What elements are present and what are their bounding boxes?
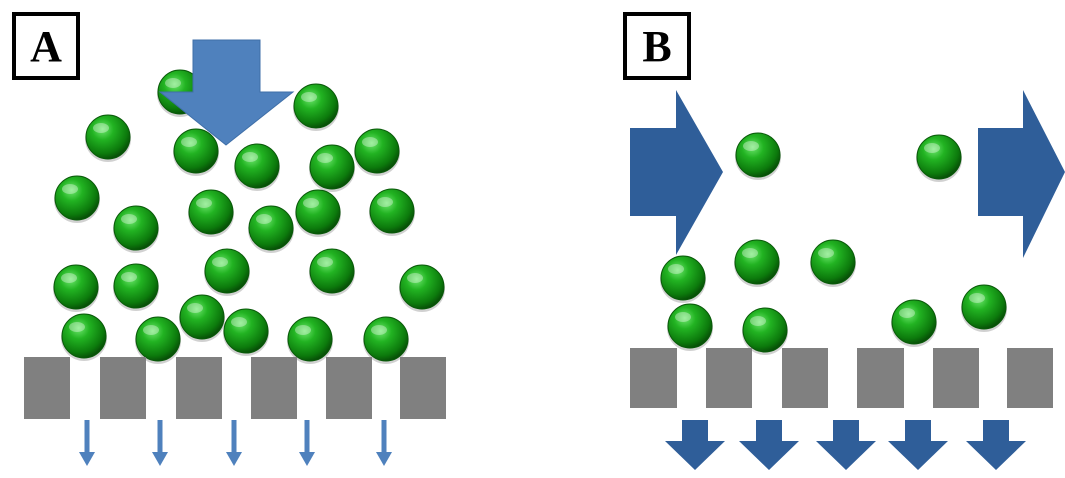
particle-cluster-b: [660, 132, 1007, 355]
particle: [399, 264, 445, 312]
particle: [354, 128, 400, 176]
particle: [660, 255, 706, 303]
particle: [734, 239, 780, 287]
cross-flow-arrow-right: [978, 90, 1065, 258]
permeate-arrow: [79, 420, 95, 466]
particle: [369, 188, 415, 236]
particle: [248, 205, 294, 253]
permeate-arrow: [739, 420, 799, 470]
particle: [113, 263, 159, 311]
membrane-segment: [176, 357, 222, 419]
particle: [916, 134, 962, 182]
panel-label-a: A: [12, 12, 80, 80]
cross-flow-arrow-left: [630, 90, 723, 255]
permeate-arrow: [376, 420, 392, 466]
particle: [961, 284, 1007, 332]
membrane-segment: [326, 357, 372, 419]
membrane-segment: [630, 348, 677, 408]
permeate-arrow: [816, 420, 876, 470]
particle: [742, 307, 788, 355]
particle: [188, 189, 234, 237]
membrane-a: [24, 357, 446, 419]
particle: [179, 294, 225, 342]
permeate-arrow: [888, 420, 948, 470]
membrane-segment: [857, 348, 904, 408]
membrane-segment: [24, 357, 70, 419]
particle: [363, 316, 409, 364]
permeate-arrows-a: [79, 420, 392, 466]
panel-label-b: B: [623, 12, 691, 80]
particle: [204, 248, 250, 296]
particle: [61, 313, 107, 361]
permeate-arrow: [966, 420, 1026, 470]
permeate-arrow: [299, 420, 315, 466]
particle: [309, 144, 355, 192]
panel-a-dead-end-filtration: [24, 39, 446, 466]
particle: [667, 303, 713, 351]
permeate-arrow: [152, 420, 168, 466]
membrane-segment: [400, 357, 446, 419]
particle: [309, 248, 355, 296]
panel-b-cross-flow-filtration: [630, 90, 1065, 470]
membrane-b: [630, 348, 1053, 408]
particle: [223, 308, 269, 356]
particle: [54, 175, 100, 223]
membrane-segment: [933, 348, 979, 408]
membrane-segment: [100, 357, 146, 419]
particle: [295, 189, 341, 237]
permeate-arrow: [226, 420, 242, 466]
particle: [234, 143, 280, 191]
permeate-arrow: [665, 420, 725, 470]
particle: [810, 239, 856, 287]
particle: [173, 128, 219, 176]
particle: [113, 205, 159, 253]
membrane-segment: [706, 348, 752, 408]
particle: [293, 83, 339, 131]
permeate-arrows-b: [665, 420, 1026, 470]
feed-flow-arrow-down: [158, 39, 295, 146]
particle: [735, 132, 781, 180]
particle: [135, 316, 181, 364]
membrane-segment: [782, 348, 828, 408]
membrane-segment: [1007, 348, 1053, 408]
particle: [287, 316, 333, 364]
particle: [85, 114, 131, 162]
particle: [891, 299, 937, 347]
particle: [53, 264, 99, 312]
particle-cluster-a: [53, 69, 445, 364]
membrane-segment: [251, 357, 297, 419]
